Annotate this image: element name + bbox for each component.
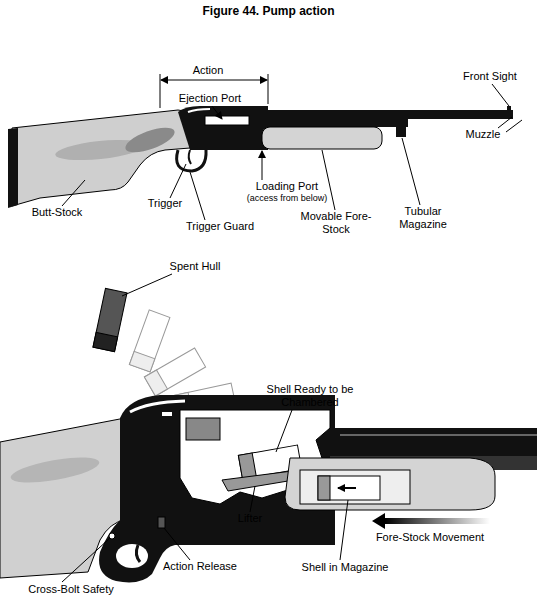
tubular-magazine: [268, 119, 408, 127]
figure-title: Figure 44. Pump action: [0, 4, 537, 18]
movement-arrow-head: [372, 513, 385, 529]
leader-line: [340, 500, 348, 560]
fore-stock: [285, 458, 495, 510]
stock-grain: [9, 452, 101, 487]
barrel: [330, 428, 537, 456]
trigger: [189, 150, 191, 164]
leader-line: [122, 274, 172, 296]
hull-outline: [144, 348, 205, 396]
trigger-guard: [177, 150, 206, 171]
action-release: [158, 517, 165, 528]
leader-line: [170, 164, 186, 198]
hull-outline: [129, 310, 170, 372]
receiver-highlight: [188, 109, 210, 112]
part-label: Tubular Magazine: [392, 205, 454, 230]
part-label: Front Sight: [455, 70, 525, 83]
rear-sight: [162, 412, 172, 416]
leader-line: [262, 151, 263, 180]
part-label: Lifter: [222, 512, 278, 525]
hull-base: [93, 332, 118, 351]
fore-stock: [262, 127, 382, 149]
part-label: Loading Port: [232, 180, 342, 193]
dimension-label: Action: [178, 64, 238, 77]
part-label: Butt-Stock: [22, 206, 92, 219]
extension-line: [268, 74, 269, 104]
part-label: Spent Hull: [160, 260, 230, 273]
part-label: Movable Fore-Stock: [300, 210, 372, 235]
receiver: [178, 106, 268, 150]
leader-line: [190, 172, 205, 220]
part-note: (access from below): [232, 193, 342, 203]
shell-base: [238, 453, 256, 479]
hull-trail: [144, 348, 205, 396]
dimension-line: [161, 80, 267, 81]
hull-outline-base: [144, 370, 167, 396]
part-label: Cross-Bolt Safety: [16, 583, 126, 596]
ejection-port: [205, 116, 249, 125]
front-sight: [507, 106, 511, 110]
leader-line: [506, 120, 522, 132]
part-label: Ejection Port: [170, 92, 250, 105]
bolt: [186, 418, 220, 440]
leader-line: [498, 117, 512, 128]
feed-arrow: [338, 487, 356, 489]
magazine-shell: [318, 476, 380, 500]
part-label: Trigger: [140, 197, 190, 210]
leader-line: [212, 106, 222, 119]
butt-stock: [12, 110, 190, 206]
leader-line: [62, 180, 85, 206]
movement-arrow-bar: [385, 518, 490, 524]
part-label: Shell Ready to be Chambered: [250, 383, 370, 408]
leader-line: [250, 486, 255, 512]
movement-label: Fore-Stock Movement: [365, 531, 495, 544]
butt-plate: [8, 128, 18, 208]
leader-line: [62, 538, 110, 582]
leader-line: [164, 528, 190, 560]
hull-body: [93, 288, 127, 351]
magazine-cap: [396, 125, 406, 137]
spent-hull: [93, 288, 127, 351]
magazine-cutaway: [300, 470, 410, 504]
grip-checkering: [122, 123, 177, 158]
part-label: Muzzle: [458, 128, 508, 141]
trigger-guard-opening: [116, 544, 148, 568]
hull-trail: [129, 310, 170, 372]
leader-line: [276, 410, 292, 452]
part-label: Trigger Guard: [175, 220, 265, 233]
receiver-highlight: [130, 401, 185, 412]
part-label: Action Release: [150, 560, 250, 573]
magazine-shell-base: [318, 476, 330, 500]
leader-line: [402, 138, 420, 205]
part-label: Shell in Magazine: [290, 561, 400, 574]
trigger: [136, 545, 140, 562]
barrel-highlight: [340, 434, 537, 436]
extension-line: [160, 74, 161, 108]
leader-line: [492, 84, 509, 106]
hull-outline-base: [129, 351, 154, 372]
barrel: [268, 110, 513, 119]
